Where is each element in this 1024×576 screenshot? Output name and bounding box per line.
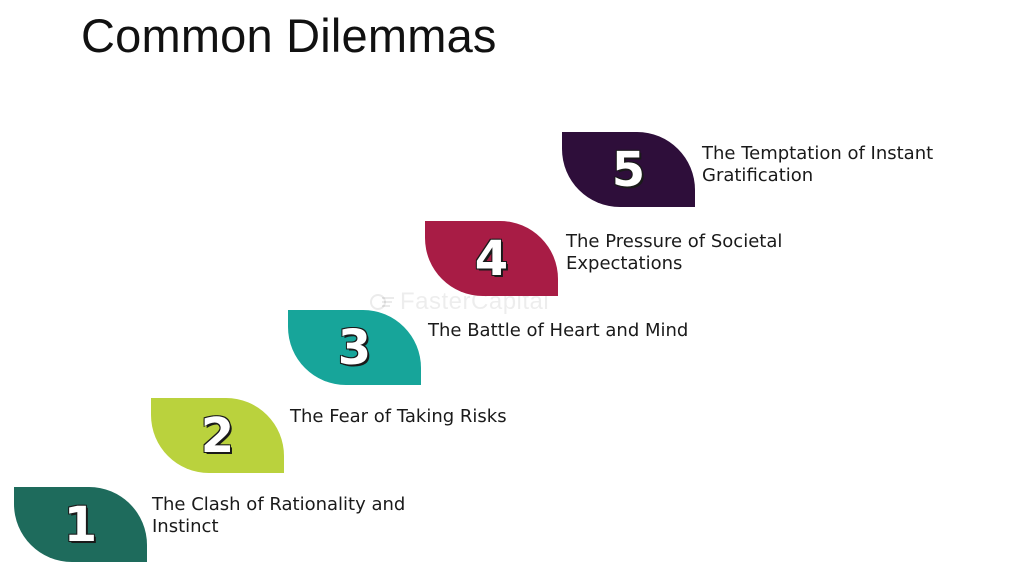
step-2-label: The Fear of Taking Risks [290,406,507,428]
step-1-label-line-2: Instinct [152,516,219,537]
step-1-shape: 1 [14,487,147,562]
step-3-shape: 3 [288,310,421,385]
step-5-shape: 5 [562,132,695,207]
step-5-label-line-2: Gratification [702,165,814,186]
step-1-label: The Clash of Rationality and Instinct [152,494,405,538]
step-3-label-line-1: The Battle of Heart and Mind [428,320,689,341]
step-4-label-line-2: Expectations [566,253,683,274]
step-1-number: 1 [63,496,98,553]
step-3-number: 3 [337,319,372,376]
step-5-label-line-1: The Temptation of Instant [702,143,934,164]
watermark-logo-icon [370,294,394,310]
step-5-number: 5 [611,141,646,198]
page-title: Common Dilemmas [81,9,497,62]
step-1-label-line-1: The Clash of Rationality and [152,494,406,515]
step-2-label-line-1: The Fear of Taking Risks [290,406,507,427]
step-3-label: The Battle of Heart and Mind [428,320,688,342]
step-4-label-line-1: The Pressure of Societal [566,231,783,252]
step-4-number: 4 [474,230,509,287]
step-4-shape: 4 [425,221,558,296]
step-4-label: The Pressure of Societal Expectations [566,231,782,275]
step-2-shape: 2 [151,398,284,473]
step-2-number: 2 [200,407,235,464]
step-5-label: The Temptation of Instant Gratification [702,143,933,187]
